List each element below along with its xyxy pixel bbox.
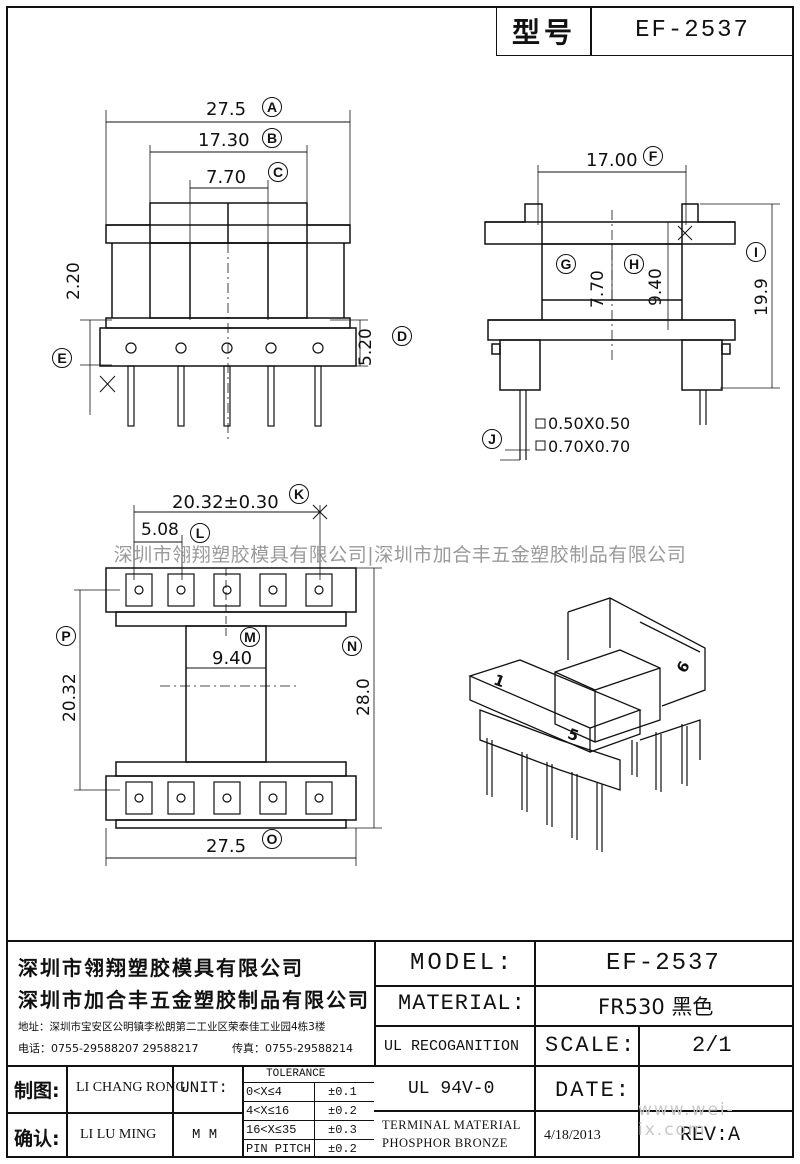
isometric-view (468, 597, 706, 852)
title-hline-tol (242, 1082, 374, 1083)
dim-L: 5.08 (141, 520, 179, 540)
callout-D: D (392, 326, 412, 346)
dim-A: 27.5 (206, 99, 247, 120)
checked-name: LI LU MING (80, 1127, 157, 1142)
scale-value: 2/1 (692, 1033, 732, 1058)
dim-H: 9.40 (646, 268, 666, 306)
front-view (80, 110, 368, 440)
title-hline-4 (374, 1110, 794, 1112)
dim-G: 7.70 (588, 270, 608, 308)
revision: REV:A (680, 1124, 741, 1147)
header-model-label-text: 型号 (511, 15, 576, 49)
title-vline-tol (314, 1082, 315, 1158)
tolerance-title: TOLERANCE (266, 1068, 326, 1080)
title-vline-c (242, 1065, 244, 1158)
dim-F: 17.00 (586, 150, 638, 171)
date-value: 4/18/2013 (544, 1128, 601, 1143)
tol-range-2: 16<X≤35 (246, 1123, 297, 1137)
header-model-value: EF-2537 (590, 6, 794, 56)
title-vline-scale2 (638, 1025, 640, 1110)
bottom-view (74, 504, 382, 866)
checked-label: 确认: (14, 1128, 60, 1150)
unit-label: UNIT: (180, 1079, 229, 1097)
callout-E: E (52, 348, 72, 368)
callout-J: J (482, 429, 502, 449)
company-address: 地址：深圳市宝安区公明镇李松朗第二工业区荣泰佳工业园4栋3楼 (18, 1021, 326, 1033)
ul-label: UL RECOGANITION (384, 1038, 520, 1055)
dim-I: 19.9 (752, 278, 772, 316)
callout-H: H (624, 254, 644, 274)
title-block (6, 940, 794, 1160)
engineering-drawing (74, 110, 780, 866)
callout-P: P (56, 626, 76, 646)
dim-M: 9.40 (212, 648, 253, 669)
tol-value-3: ±0.2 (328, 1142, 357, 1156)
callout-M: M (240, 627, 260, 647)
website-watermark: www.wei-ix.com (638, 1100, 735, 1140)
title-vline-scale (534, 1025, 536, 1158)
tol-range-3: PIN PITCH (246, 1142, 311, 1156)
model-label: MODEL: (410, 950, 515, 977)
callout-B: B (262, 128, 282, 148)
company-fax: 传真：0755-29588214 (232, 1042, 353, 1055)
tol-value-0: ±0.1 (328, 1085, 357, 1099)
title-vline-model (534, 940, 536, 1025)
tol-value-2: ±0.3 (328, 1123, 357, 1137)
tol-range-1: 4<X≤16 (246, 1104, 290, 1118)
company-name-1: 深圳市翎翔塑胶模具有限公司 (18, 956, 304, 980)
watermark: 深圳市翎翔塑胶模具有限公司|深圳市加合丰五金塑胶制品有限公司 (113, 544, 687, 566)
title-hline-1 (374, 985, 794, 987)
terminal-material-2: PHOSPHOR BRONZE (382, 1136, 508, 1150)
callout-O: O (262, 829, 282, 849)
ul-value: UL 94V-0 (408, 1079, 495, 1099)
header-model-value-text: EF-2537 (635, 17, 750, 44)
title-hline-2 (374, 1025, 794, 1027)
dim-N: 28.0 (354, 678, 374, 716)
callout-C: C (268, 162, 288, 182)
material-value: FR530 黑色 (598, 995, 714, 1019)
scale-label: SCALE: (545, 1033, 637, 1058)
callout-F: F (643, 146, 663, 166)
dim-K: 20.32±0.30 (172, 492, 279, 513)
callout-G: G (556, 254, 576, 274)
callout-I: I (746, 242, 766, 262)
title-divider (374, 940, 376, 1065)
title-vline-rev (638, 1110, 640, 1158)
unit-value: M M (192, 1127, 218, 1143)
title-hline-tol4 (242, 1139, 374, 1140)
dim-J2: 0.70X0.70 (548, 437, 631, 456)
header-model-label: 型号 (496, 6, 592, 56)
terminal-material-1: TERMINAL MATERIAL (382, 1118, 521, 1132)
dim-C: 7.70 (206, 167, 247, 188)
dim-J1: 0.50X0.50 (548, 414, 631, 433)
title-hline-3 (6, 1065, 794, 1067)
material-label: MATERIAL: (398, 991, 526, 1016)
dim-E: 2.20 (64, 262, 84, 300)
callout-A: A (262, 97, 282, 117)
title-hline-mid (6, 1112, 242, 1114)
drawing-frame (6, 6, 794, 1158)
title-hline-tol3 (242, 1120, 374, 1121)
drawn-name: LI CHANG RONG (76, 1080, 186, 1095)
title-vline-a (66, 1065, 68, 1158)
tol-range-0: 0<X≤4 (246, 1085, 283, 1099)
callout-N: N (342, 636, 362, 656)
tol-value-1: ±0.2 (328, 1104, 357, 1118)
dim-O: 27.5 (206, 836, 247, 857)
drawn-label: 制图: (14, 1080, 60, 1102)
callout-L: L (190, 523, 210, 543)
side-view (484, 165, 780, 461)
dim-P: 20.32 (60, 673, 80, 722)
model-value: EF-2537 (606, 950, 721, 977)
title-vline-b (172, 1065, 174, 1158)
dim-D: 5.20 (356, 328, 376, 366)
callout-K: K (289, 484, 309, 504)
dim-B: 17.30 (198, 130, 250, 151)
company-name-2: 深圳市加合丰五金塑胶制品有限公司 (18, 988, 370, 1012)
company-phone: 电话：0755-29588207 29588217 (18, 1042, 199, 1055)
title-hline-tol2 (242, 1101, 374, 1102)
date-label: DATE: (555, 1078, 632, 1103)
